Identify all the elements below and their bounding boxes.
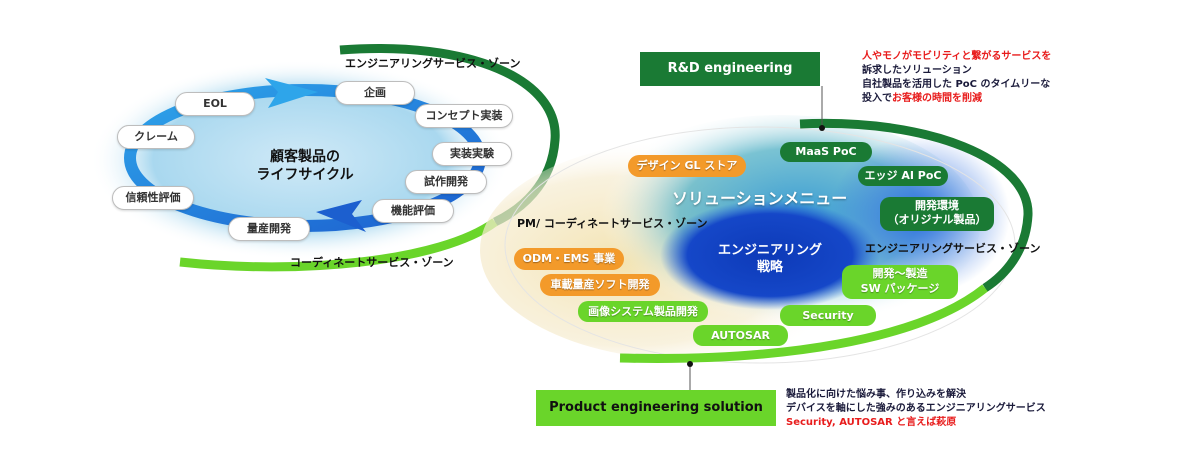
lifecycle-title-line1: 顧客製品の [270, 149, 340, 165]
dev-env-line1: 開発環境 [915, 199, 959, 212]
sw-pkg-line1: 開発〜製造 [872, 267, 928, 280]
rd-desc-line4a: 投入で [862, 93, 892, 104]
rd-desc-line4: 投入でお客様の時間を削減 [862, 92, 1051, 106]
strategy-line2: 戦略 [756, 260, 783, 275]
stage-planning: 企画 [335, 81, 415, 105]
stage-function-eval: 機能評価 [372, 199, 454, 223]
image-system-pill: 画像システム製品開発 [578, 301, 708, 322]
edge-ai-poc-pill: エッジ AI PoC [858, 166, 948, 186]
solution-menu-title: ソリューションメニュー [672, 189, 848, 208]
dev-environment-pill: 開発環境 （オリジナル製品） [880, 197, 994, 231]
rd-desc-line4b: お客様の時間を削減 [892, 93, 982, 104]
rd-description: 人やモノがモビリティと繋がるサービスを 訴求したソリューション 自社製品を活用し… [862, 50, 1051, 106]
stage-prototype: 試作開発 [405, 170, 487, 194]
product-description: 製品化に向けた悩み事、作り込みを解決 デバイスを軸にした強みのあるエンジニアリン… [786, 388, 1046, 430]
lifecycle-zone-coordinate: コーディネートサービス・ゾーン [290, 256, 454, 269]
lifecycle-arrow-top [265, 78, 318, 108]
outer-faint-ring [504, 126, 1016, 364]
rd-desc-line3: 自社製品を活用した PoC のタイムリーな [862, 79, 1051, 90]
stage-eol: EOL [175, 92, 255, 116]
engineering-zone-label: エンジニアリングサービス・ゾーン [865, 242, 1041, 255]
sw-package-pill: 開発〜製造 SW パッケージ [842, 265, 958, 299]
maas-poc-pill: MaaS PoC [780, 142, 872, 162]
rd-engineering-solution-box: R&D engineering solution [640, 52, 820, 110]
stage-claim: クレーム [117, 125, 195, 149]
stage-reliability-eval: 信頼性評価 [112, 186, 194, 210]
right-product-arc [619, 284, 988, 363]
lifecycle-title: 顧客製品の ライフサイクル [250, 148, 360, 184]
autosar-pill: AUTOSAR [693, 325, 788, 346]
security-pill: Security [780, 305, 876, 326]
product-desc-line3: Security, AUTOSAR と言えば萩原 [786, 417, 957, 428]
lifecycle-zone-engineering: エンジニアリングサービス・ゾーン [345, 57, 521, 70]
stage-concept: コンセプト実装 [415, 104, 513, 128]
product-desc-line1: 製品化に向けた悩み事、作り込みを解決 [786, 389, 966, 400]
product-engineering-solution-box: Product engineering solution [536, 390, 776, 426]
strategy-core [660, 200, 880, 310]
right-rd-arc [799, 118, 1033, 292]
left-coordinate-arc [179, 218, 498, 272]
product-desc-line2: デバイスを軸にした強みのあるエンジニアリングサービス [786, 403, 1046, 414]
odm-ems-pill: ODM・EMS 事業 [514, 248, 624, 270]
rd-desc-line2: 訴求したソリューション [862, 65, 972, 76]
lifecycle-title-line2: ライフサイクル [256, 167, 354, 183]
lifecycle-arrow-bottom [316, 200, 366, 232]
automotive-software-pill: 車載量産ソフト開発 [540, 274, 660, 296]
engineering-strategy: エンジニアリング 戦略 [700, 242, 840, 276]
sw-pkg-line2: SW パッケージ [860, 282, 940, 295]
design-gl-store-pill: デザイン GL ストア [628, 155, 746, 177]
pm-coordinate-zone-label: PM/ コーディネートサービス・ゾーン [517, 217, 708, 230]
dev-env-line2: （オリジナル製品） [887, 213, 987, 226]
rd-connector-dot [819, 125, 825, 131]
stage-mass-production: 量産開発 [228, 217, 310, 241]
rd-desc-line1: 人やモノがモビリティと繋がるサービスを [862, 51, 1052, 62]
stage-impl-test: 実装実験 [432, 142, 512, 166]
strategy-line1: エンジニアリング [717, 243, 822, 258]
product-connector-dot [687, 361, 693, 367]
